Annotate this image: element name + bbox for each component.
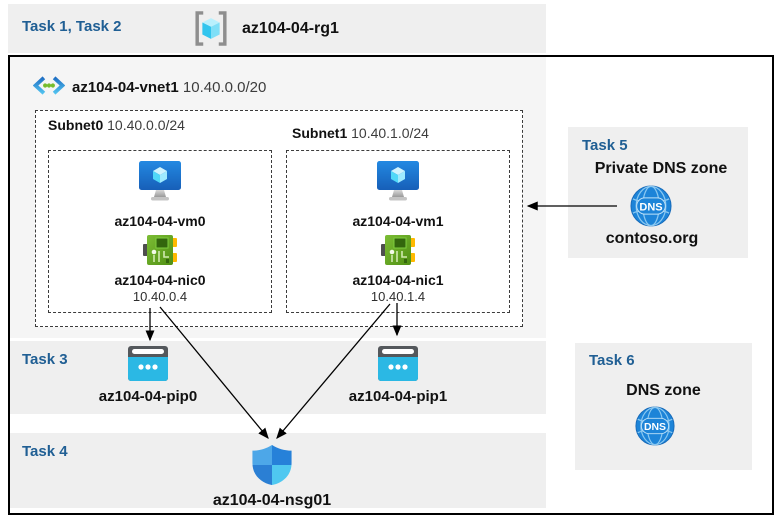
vm-icon (138, 161, 182, 203)
pip0-group: az104-04-pip0 (86, 346, 210, 405)
subnet1-name: Subnet1 (292, 125, 348, 141)
vnet-name: az104-04-vnet1 (72, 79, 179, 96)
subnet0-box: az104-04-vm0 az104-04-nic0 10.40.0.4 (48, 150, 272, 313)
nic-icon (381, 233, 415, 267)
vm0-name: az104-04-vm0 (114, 213, 206, 229)
resource-group-icon (192, 10, 230, 47)
dns-globe-icon: DNS (635, 406, 675, 446)
nic1-ip: 10.40.1.4 (370, 289, 426, 304)
public-ip-icon (378, 346, 418, 381)
nic0-ip: 10.40.0.4 (132, 289, 188, 304)
task1-2-label: Task 1, Task 2 (22, 18, 122, 35)
nic-icon (143, 233, 177, 267)
subnet1-title: Subnet1 10.40.1.0/24 (292, 125, 429, 141)
dns-zone-title: DNS zone (626, 382, 701, 399)
nsg-shield-icon (250, 444, 294, 486)
task6-box (575, 343, 752, 470)
resource-group-name: az104-04-rg1 (242, 20, 339, 37)
dns-globe-icon: DNS (630, 185, 672, 227)
subnet1-cidr: 10.40.1.0/24 (351, 125, 429, 141)
dns-icon-text: DNS (644, 422, 666, 433)
task3-label: Task 3 (22, 351, 68, 368)
pip0-name: az104-04-pip0 (98, 388, 198, 405)
virtual-network-icon (33, 71, 65, 100)
subnet1-box: az104-04-vm1 az104-04-nic1 10.40.1.4 (286, 150, 510, 313)
task1-2-band (8, 4, 546, 53)
nsg-group: az104-04-nsg01 (202, 444, 342, 510)
nsg-name: az104-04-nsg01 (212, 492, 332, 509)
task5-label: Task 5 (582, 137, 628, 154)
public-ip-icon (128, 346, 168, 381)
task6-label: Task 6 (589, 352, 635, 369)
vnet-title: az104-04-vnet1 10.40.0.0/20 (72, 79, 266, 96)
vnet-cidr: 10.40.0.0/20 (182, 79, 267, 96)
nic0-name: az104-04-nic0 (114, 272, 206, 288)
dns-icon-text: DNS (639, 201, 662, 213)
task4-label: Task 4 (22, 443, 68, 460)
subnets-outer-box (35, 110, 523, 327)
pip1-name: az104-04-pip1 (348, 388, 448, 405)
private-dns-zone-name: contoso.org (605, 230, 699, 247)
subnet0-title: Subnet0 10.40.0.0/24 (48, 117, 185, 133)
vm-icon (376, 161, 420, 203)
vm1-name: az104-04-vm1 (352, 213, 444, 229)
nic1-name: az104-04-nic1 (352, 272, 444, 288)
subnet0-name: Subnet0 (48, 117, 104, 133)
private-dns-zone-title: Private DNS zone (594, 160, 728, 177)
diagram-border (8, 55, 774, 515)
subnet0-cidr: 10.40.0.0/24 (107, 117, 185, 133)
pip1-group: az104-04-pip1 (336, 346, 460, 405)
